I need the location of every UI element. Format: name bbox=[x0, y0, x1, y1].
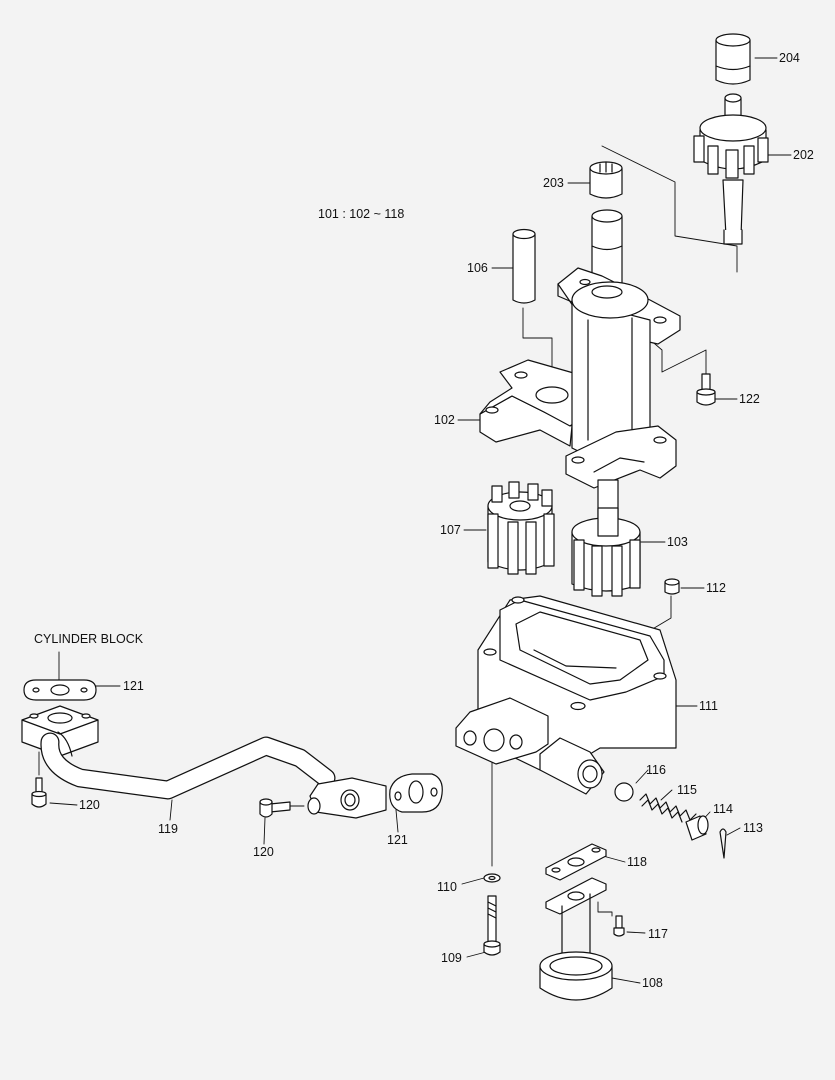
part-115-spring bbox=[639, 793, 697, 823]
part-204-sleeve bbox=[715, 33, 751, 85]
callout-122: 122 bbox=[739, 392, 760, 406]
leader-lines bbox=[38, 57, 792, 984]
part-116-ball bbox=[614, 782, 634, 802]
part-110-washer bbox=[483, 873, 501, 883]
callout-121b: 121 bbox=[387, 833, 408, 847]
part-202-drive-gear bbox=[693, 93, 769, 245]
cylinder-block-label: CYLINDER BLOCK bbox=[34, 632, 144, 646]
callout-111: 111 bbox=[699, 699, 719, 713]
part-106-pin bbox=[512, 228, 536, 304]
part-112-plug bbox=[664, 578, 680, 595]
part-113-cotter-pin bbox=[719, 828, 727, 859]
callout-103: 103 bbox=[667, 535, 688, 549]
part-114-cap bbox=[685, 815, 709, 841]
part-121-gasket-top bbox=[23, 679, 97, 701]
part-102-cover bbox=[479, 359, 593, 447]
callout-108: 108 bbox=[642, 976, 663, 990]
callout-119: 119 bbox=[158, 822, 178, 836]
callout-117: 117 bbox=[648, 927, 668, 941]
part-119-pipe bbox=[21, 705, 387, 819]
callout-116: 116 bbox=[646, 763, 666, 777]
callout-120: 120 bbox=[79, 798, 100, 812]
part-111-pump-housing bbox=[455, 595, 677, 795]
callout-106: 106 bbox=[467, 261, 488, 275]
part-108-strainer bbox=[539, 877, 613, 1001]
diagram-title: 101 : 102 ~ 118 bbox=[318, 207, 405, 221]
part-117-screw bbox=[613, 915, 625, 937]
part-122-bolt bbox=[696, 373, 716, 406]
callout-112: 112 bbox=[706, 581, 726, 595]
callout-118: 118 bbox=[627, 855, 647, 869]
callout-115: 115 bbox=[677, 783, 697, 797]
part-120-bolt-b bbox=[259, 798, 291, 818]
part-118-gasket bbox=[545, 843, 607, 881]
callout-107: 107 bbox=[440, 523, 461, 537]
part-109-bolt bbox=[483, 895, 501, 956]
part-101-pump-body bbox=[557, 209, 681, 537]
callout-204: 204 bbox=[779, 51, 800, 65]
part-120-bolt-a bbox=[31, 777, 47, 808]
callout-120b: 120 bbox=[253, 845, 274, 859]
part-203-coupling bbox=[589, 161, 623, 199]
part-107-idler-gear bbox=[487, 481, 555, 575]
callout-109: 109 bbox=[441, 951, 462, 965]
part-121-gasket-bottom bbox=[389, 773, 443, 813]
callout-121: 121 bbox=[123, 679, 144, 693]
callout-110: 110 bbox=[437, 880, 457, 894]
callout-203: 203 bbox=[543, 176, 564, 190]
callout-202: 202 bbox=[793, 148, 814, 162]
callout-113: 113 bbox=[743, 821, 763, 835]
callout-114: 114 bbox=[713, 802, 733, 816]
callout-102: 102 bbox=[434, 413, 455, 427]
part-103-drive-gear bbox=[571, 507, 641, 597]
